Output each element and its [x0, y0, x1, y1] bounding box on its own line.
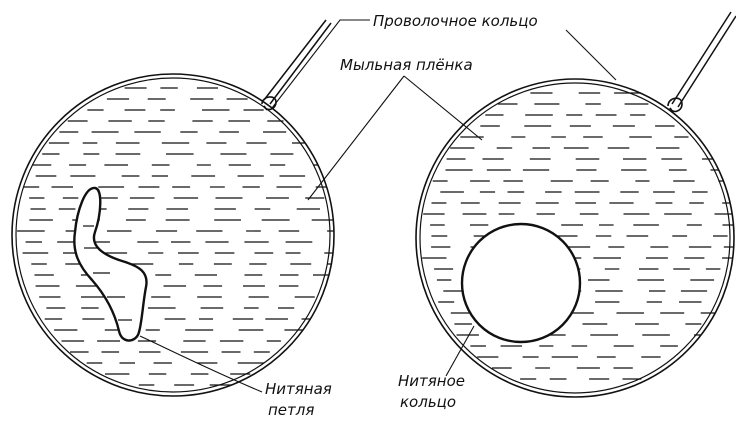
label-thread-loop-1: Нитяная [265, 380, 332, 398]
left-soap-film [17, 88, 350, 385]
thread-ring [462, 224, 580, 342]
right-wire-handle [668, 12, 736, 112]
label-wire-ring: Проволочное кольцо [373, 12, 538, 30]
leader-soap-film-right [404, 76, 482, 140]
left-wire-ring-inner [16, 78, 330, 392]
label-thread-ring-1: Нитяное [398, 372, 465, 390]
leader-thread-loop [140, 336, 262, 392]
label-thread-loop-2: петля [268, 401, 314, 419]
label-thread-ring-2: кольцо [400, 393, 456, 411]
left-frame [12, 20, 350, 396]
leader-thread-ring [446, 326, 474, 376]
left-wire-handle [262, 20, 331, 110]
right-soap-film [422, 93, 736, 379]
leader-wire-ring-right [566, 30, 616, 80]
label-soap-film: Мыльная плёнка [340, 56, 473, 74]
leader-soap-film-left [308, 76, 404, 200]
right-wire-ring [416, 79, 734, 397]
left-wire-ring [12, 74, 334, 396]
